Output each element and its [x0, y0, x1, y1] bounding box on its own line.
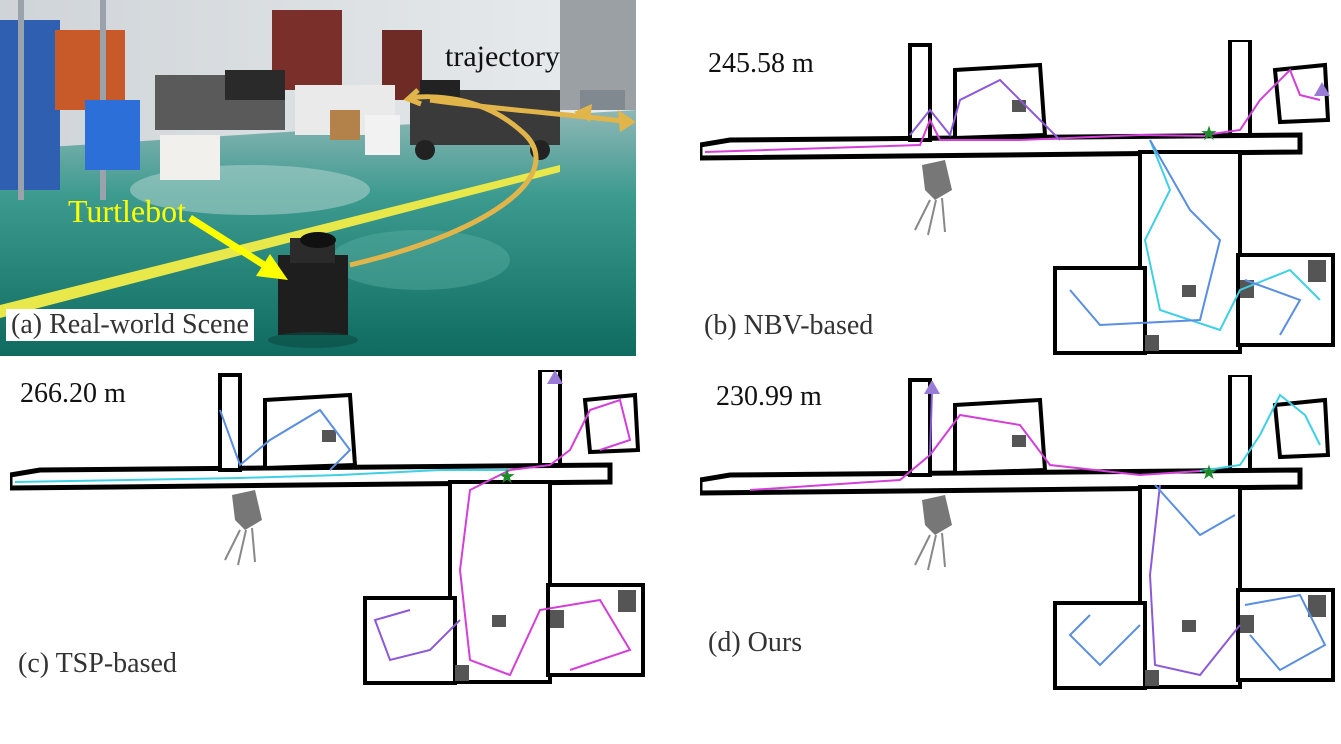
map-tsp: ★ — [10, 370, 650, 700]
distance-tsp: 266.20 m — [20, 378, 126, 409]
caption-b: (b) NBV-based — [704, 310, 874, 341]
caption-a: (a) Real-world Scene — [6, 309, 254, 341]
panel-ours: ★ 230.99 m (d) Ours — [700, 375, 1341, 705]
map-nbv: ★ — [700, 40, 1341, 360]
panel-tsp: ★ 266.20 m (c) TSP-based — [10, 370, 650, 700]
distance-ours: 230.99 m — [716, 381, 822, 412]
end-arrow — [547, 370, 563, 384]
start-star: ★ — [1200, 121, 1218, 145]
panel-real-world: Turtlebot trajectory (a) Real-world Scen… — [0, 0, 636, 356]
trajectory-label: trajectory — [445, 40, 560, 73]
start-star: ★ — [1200, 460, 1218, 484]
end-arrow — [924, 380, 940, 394]
real-world-photo — [0, 0, 636, 356]
caption-c: (c) TSP-based — [18, 648, 177, 679]
start-star: ★ — [498, 464, 516, 488]
end-arrow — [1314, 82, 1330, 96]
caption-d: (d) Ours — [708, 627, 803, 658]
map-ours: ★ — [700, 375, 1341, 705]
panel-nbv: ★ 245.58 m (b) NBV-based — [700, 40, 1341, 360]
distance-nbv: 245.58 m — [708, 48, 814, 79]
turtlebot-label: Turtlebot — [68, 193, 186, 229]
